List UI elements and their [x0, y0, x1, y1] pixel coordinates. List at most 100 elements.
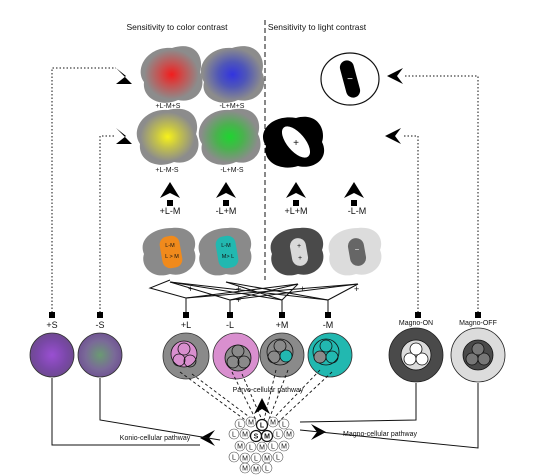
cortical-cell-green [198, 108, 261, 165]
magno-return-line-2 [299, 383, 479, 449]
svg-text:+: + [354, 284, 359, 294]
receptor-label-magno-on: Magno-ON [399, 320, 433, 327]
orange-cell-sublabel: L > M [165, 254, 179, 260]
svg-text:L: L [260, 423, 265, 430]
svg-text:M: M [281, 444, 287, 451]
ganglion-magno-on [388, 327, 444, 383]
label-neg-l-pos-m: -L+M [216, 206, 237, 216]
dark-cell-sign: + [297, 243, 301, 250]
cortical-cell-blue [200, 46, 265, 103]
svg-text:M: M [253, 467, 259, 474]
chevron-up-icon [344, 182, 364, 198]
cortical-cell-on: + [262, 116, 325, 168]
ganglion-m-pos [259, 332, 305, 378]
junction-square [351, 200, 357, 206]
svg-text:L: L [232, 455, 236, 462]
lgn-cell-light: − [328, 227, 382, 276]
label-pos-l-neg-m: +L-M [160, 206, 181, 216]
svg-text:L: L [232, 432, 236, 439]
lgn-cell-orange: L-M L > M [142, 227, 196, 276]
ganglion-l-pos [162, 332, 210, 380]
svg-text:M: M [264, 434, 270, 441]
parvo-pathway-label: Parvo-cellular pathway [233, 387, 304, 394]
chevron-up-icon [286, 182, 306, 198]
on-center-sign: + [293, 138, 299, 149]
ganglion-s-neg [77, 332, 123, 378]
svg-text:M: M [286, 432, 292, 439]
cortical-label-green: -L+M-S [220, 167, 243, 174]
s-neg-path [99, 135, 116, 316]
svg-text:L: L [249, 445, 253, 452]
magno-on-path [403, 135, 419, 316]
light-cell-sign: − [355, 245, 360, 254]
receptor-junctions [49, 312, 481, 318]
svg-text:L: L [276, 432, 280, 439]
orange-cell-label: L-M [165, 243, 175, 249]
s-pos-path [51, 67, 116, 316]
receptor-label-s-pos: +S [46, 320, 57, 330]
teal-cell-label: L-M [221, 243, 231, 249]
svg-text:M: M [242, 466, 248, 473]
svg-text:+: + [236, 284, 241, 294]
chevron-left-icon [385, 128, 401, 144]
svg-text:M: M [264, 456, 270, 463]
chevron-right-icon [116, 128, 132, 144]
konio-return-line-2 [99, 378, 221, 441]
svg-text:+: + [188, 284, 193, 294]
lgn-cell-dark: + + [270, 227, 324, 276]
svg-text:M: M [248, 420, 254, 427]
light-contrast-header: Sensitivity to light contrast [268, 22, 367, 32]
magno-off-path [405, 75, 479, 316]
ganglion-l-neg [212, 332, 260, 380]
svg-text:M: M [259, 445, 265, 452]
parvo-dashed-lines [179, 369, 333, 427]
receptor-label-l-neg: -L [226, 320, 234, 330]
ganglion-magno-off [450, 327, 506, 383]
label-neg-l-neg-m: -L-M [348, 206, 367, 216]
konio-pathway-label: Konio-cellular pathway [120, 435, 191, 442]
junction-square [167, 200, 173, 206]
svg-text:M: M [237, 444, 243, 451]
cortical-label-red: +L-M+S [156, 103, 181, 110]
svg-text:M: M [242, 432, 248, 439]
svg-text:S: S [254, 434, 259, 441]
magno-pathway-label: Magno-cellular pathway [343, 431, 417, 438]
cortical-label-yellow: +L-M-S [155, 167, 178, 174]
svg-text:L: L [282, 422, 286, 429]
cortical-cell-off: − [320, 52, 380, 106]
svg-text:M: M [242, 456, 248, 463]
dark-cell-sign-2: + [298, 255, 302, 262]
svg-text:L: L [271, 444, 275, 451]
color-contrast-header: Sensitivity to color contrast [126, 22, 228, 32]
receptor-label-l-pos: +L [181, 320, 191, 330]
chevron-up-icon [216, 182, 236, 198]
ganglion-m-neg [307, 332, 353, 378]
svg-text:L: L [254, 456, 258, 463]
receptor-label-m-neg: -M [323, 320, 334, 330]
cortical-cell-red [140, 46, 203, 103]
chevron-left-icon [387, 68, 403, 84]
junction-square [293, 200, 299, 206]
crossing-plus-signs: + + + + + [188, 284, 359, 305]
svg-text:L: L [276, 455, 280, 462]
svg-text:M: M [270, 420, 276, 427]
svg-text:+: + [236, 295, 241, 305]
chevron-up-icon [160, 182, 180, 198]
receptor-label-m-pos: +M [276, 320, 289, 330]
svg-text:L: L [238, 422, 242, 429]
junction-square [223, 200, 229, 206]
cortical-label-blue: -L+M+S [220, 103, 245, 110]
crossing-connections [148, 279, 359, 316]
magno-return-line [299, 383, 417, 423]
chevron-right-icon [116, 68, 132, 84]
label-pos-l-pos-m: +L+M [284, 206, 307, 216]
svg-text:L: L [265, 466, 269, 473]
teal-cell-sublabel: M> L [222, 254, 234, 260]
ganglion-s-pos [29, 332, 75, 378]
lgn-cell-teal: L-M M> L [198, 227, 252, 276]
receptor-label-magno-off: Magno-OFF [459, 320, 497, 327]
receptor-label-s-neg: -S [96, 320, 105, 330]
off-center-sign: − [347, 74, 353, 85]
cone-mosaic: L M L M L L M S M L M M L M [228, 416, 295, 475]
